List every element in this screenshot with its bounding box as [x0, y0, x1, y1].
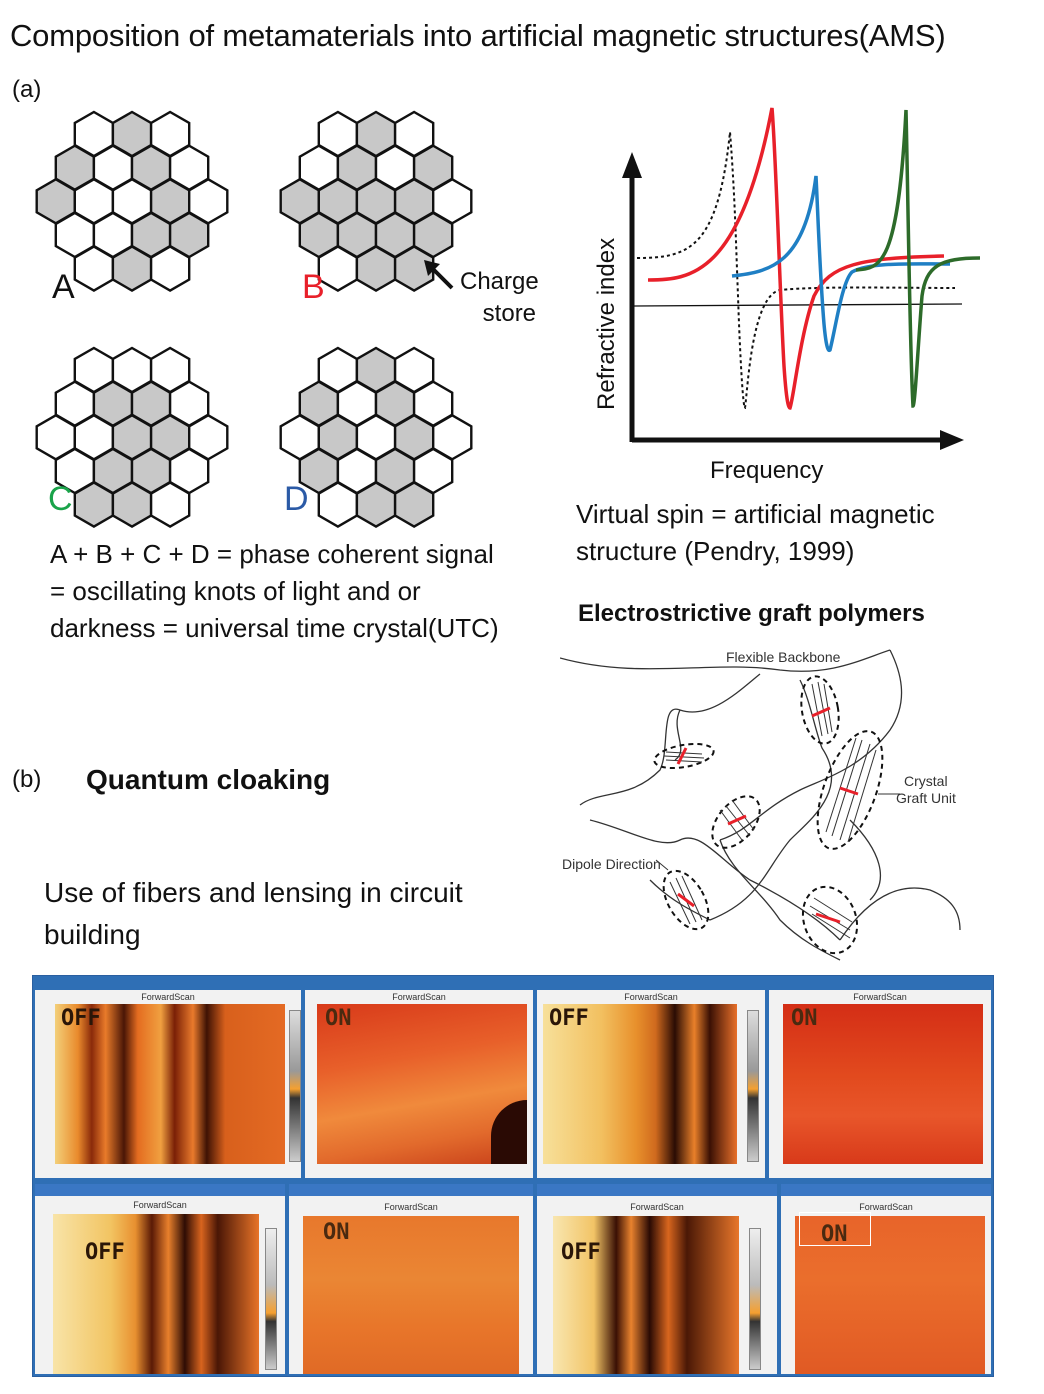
charge-store-line1: Charge	[460, 268, 539, 295]
state-on: ON	[791, 1006, 818, 1031]
scan-panel-top-1: ForwardScan OFF	[35, 990, 301, 1178]
panel-titlebar	[781, 1184, 991, 1196]
scan-panel-bottom-4: ForwardScan ON	[781, 1184, 991, 1374]
curve-red	[647, 107, 945, 410]
refractive-index-chart: Refractive index Frequency	[593, 107, 981, 484]
scan-header: ForwardScan	[384, 1202, 438, 1212]
hex-cell	[111, 245, 153, 292]
hex-lattices	[35, 110, 473, 528]
chart-xlabel: Frequency	[710, 457, 823, 484]
state-off: OFF	[85, 1240, 125, 1265]
scan-header: ForwardScan	[859, 1202, 913, 1212]
page-title: Composition of metamaterials into artifi…	[10, 18, 946, 53]
curve-blue	[731, 175, 951, 353]
hex-cell	[355, 481, 397, 528]
lattice-letter-c: C	[48, 480, 73, 518]
charge-store-label: Charge store	[460, 266, 539, 330]
graft-polymer-diagram: Flexible Backbone Crystal Graft Unit Dip…	[560, 649, 961, 961]
label-crystal1: Crystal	[904, 773, 948, 789]
quantum-cloaking-title: Quantum cloaking	[86, 764, 331, 795]
hex-cell	[317, 481, 359, 528]
scan-header: ForwardScan	[133, 1200, 187, 1210]
backbone-strands	[560, 649, 961, 961]
hex-cell	[149, 245, 191, 292]
colorbar	[749, 1228, 761, 1370]
scan-image	[553, 1216, 739, 1374]
panel-titlebar	[537, 1184, 777, 1196]
scan-panel-bottom-2: ForwardScan ON	[289, 1184, 533, 1374]
state-on: ON	[821, 1222, 848, 1247]
hex-cell	[393, 481, 435, 528]
virtual-spin-text: Virtual spin = artificial magnetic struc…	[576, 499, 935, 566]
hex-cell	[355, 245, 397, 292]
colorbar	[265, 1228, 277, 1370]
state-off: OFF	[549, 1006, 589, 1031]
lattice-letter-a: A	[52, 268, 75, 306]
scan-image	[783, 1004, 983, 1164]
label-crystal2: Graft Unit	[896, 790, 956, 806]
curve-dotted	[636, 131, 956, 410]
baseline	[631, 303, 963, 307]
scan-header: ForwardScan	[853, 992, 907, 1002]
charge-store-arrow	[424, 260, 454, 290]
graft-units	[653, 675, 884, 955]
curve-green	[855, 109, 981, 408]
lattice-a	[35, 110, 229, 292]
scan-header: ForwardScan	[624, 992, 678, 1002]
charge-store-line2: store	[482, 300, 537, 327]
scan-panel-bottom-1: ForwardScan OFF	[35, 1184, 285, 1374]
scan-image	[795, 1216, 985, 1374]
panel-a-label: (a)	[12, 76, 42, 103]
dipole-arrows	[676, 706, 859, 924]
hex-cell	[73, 481, 115, 528]
lattice-c	[35, 346, 229, 528]
y-axis-arrow	[622, 152, 642, 178]
panel-titlebar	[289, 1184, 533, 1196]
scan-header: ForwardScan	[392, 992, 446, 1002]
scan-header: ForwardScan	[630, 1202, 684, 1212]
lattice-d	[279, 346, 473, 528]
state-off: OFF	[61, 1006, 101, 1031]
sum-text: A + B + C + D = phase coherent signal = …	[50, 539, 499, 643]
scan-grid: ForwardScan OFF ForwardScan ON ForwardSc…	[32, 975, 994, 1377]
x-axis-arrow	[940, 430, 964, 450]
label-dipole: Dipole Direction	[562, 856, 661, 872]
lattice-letter-b: B	[302, 268, 325, 306]
scan-panel-bottom-3: ForwardScan OFF	[537, 1184, 777, 1374]
panel-b-label: (b)	[12, 766, 42, 793]
lattice-letter-d: D	[284, 480, 309, 518]
hex-cell	[149, 481, 191, 528]
scan-panel-top-3: ForwardScan OFF	[537, 990, 765, 1178]
scan-header: ForwardScan	[141, 992, 195, 1002]
polymer-title: Electrostrictive graft polymers	[578, 600, 925, 627]
hex-cell	[393, 245, 435, 292]
scan-panel-top-4: ForwardScan ON	[769, 990, 991, 1178]
lattice-b	[279, 110, 473, 292]
label-backbone: Flexible Backbone	[726, 649, 841, 665]
graft-lines	[663, 681, 877, 939]
chart-ylabel: Refractive index	[593, 238, 620, 410]
scan-image	[543, 1004, 737, 1164]
panel-titlebar	[35, 1184, 285, 1196]
scan-image	[55, 1004, 285, 1164]
state-off: OFF	[561, 1240, 601, 1265]
scan-image	[53, 1214, 259, 1374]
fibers-text: Use of fibers and lensing in circuit bui…	[44, 877, 463, 950]
hex-cell	[111, 481, 153, 528]
selection-box[interactable]	[799, 1212, 871, 1246]
hex-cell	[73, 245, 115, 292]
colorbar	[289, 1010, 301, 1162]
colorbar	[747, 1010, 759, 1162]
state-on: ON	[323, 1220, 350, 1245]
scan-image	[303, 1216, 519, 1374]
scan-panel-top-2: ForwardScan ON	[305, 990, 533, 1178]
state-on: ON	[325, 1006, 352, 1031]
